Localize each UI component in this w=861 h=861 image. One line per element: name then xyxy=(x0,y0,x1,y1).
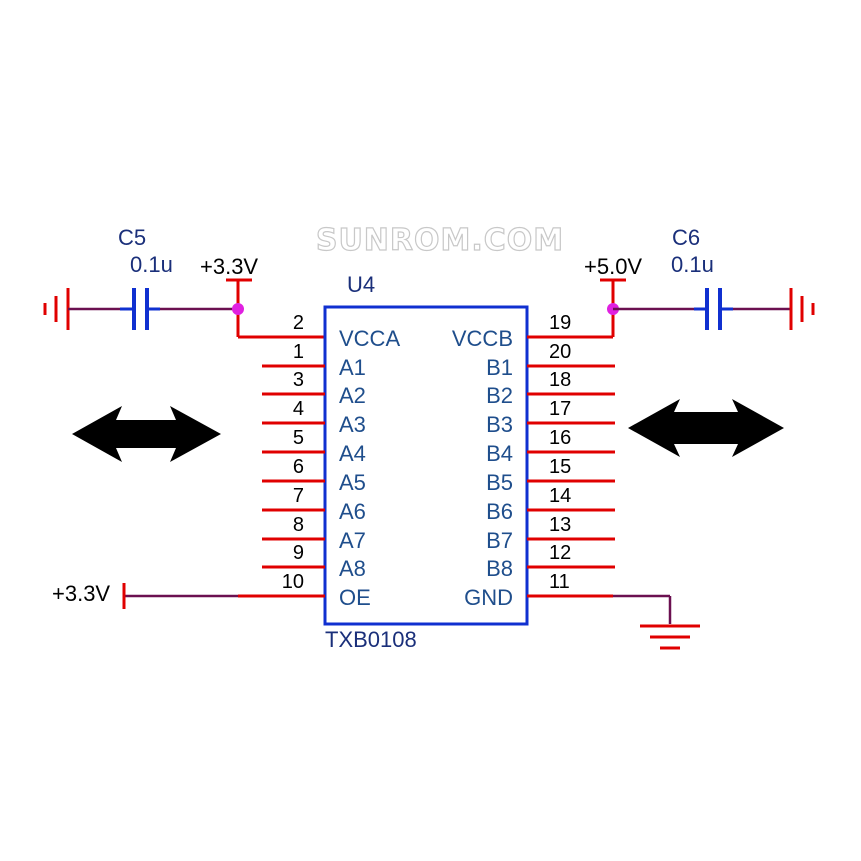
pin-number: 10 xyxy=(282,571,304,593)
pin-number: 16 xyxy=(549,427,571,449)
left-pin-names: VCCA A1 A2 A3 A4 A5 A6 A7 A8 OE xyxy=(339,326,400,610)
pin-name: A2 xyxy=(339,383,366,408)
pin-number: 6 xyxy=(293,456,304,478)
chip-part-label: TXB0108 xyxy=(325,627,417,652)
pin-number: 2 xyxy=(293,312,304,334)
pin-number: 11 xyxy=(549,571,570,593)
pin-number: 5 xyxy=(293,427,304,449)
pin-name: VCCA xyxy=(339,326,400,351)
pin-number: 17 xyxy=(549,398,571,420)
gnd-ground-symbol xyxy=(640,624,700,650)
pin-number: 8 xyxy=(293,514,304,536)
c6-value-label: 0.1u xyxy=(671,252,714,277)
c5-ground-symbol xyxy=(43,288,70,330)
right-pin-numbers: 19 20 18 17 16 15 14 13 12 11 xyxy=(549,312,571,593)
pin-name: VCCB xyxy=(452,326,513,351)
pin-number: 20 xyxy=(549,341,571,363)
pin-name: B5 xyxy=(486,470,513,495)
pin-name: B4 xyxy=(486,441,513,466)
chip-body xyxy=(323,305,529,626)
pin-number: 13 xyxy=(549,514,571,536)
pin-name: GND xyxy=(464,585,513,610)
pin-name: B8 xyxy=(486,556,513,581)
watermark-text: SUNROM.COM xyxy=(316,223,564,258)
left-pin-lines xyxy=(262,364,325,569)
vcca-junction-dot xyxy=(232,303,244,315)
pin-name: A7 xyxy=(339,528,366,553)
pin-name: A3 xyxy=(339,412,366,437)
pin-number: 7 xyxy=(293,485,304,507)
pin-name: B6 xyxy=(486,499,513,524)
pin-number: 1 xyxy=(293,341,304,363)
right-pin-names: VCCB B1 B2 B3 B4 B5 B6 B7 B8 GND xyxy=(452,326,513,610)
pin-name: A5 xyxy=(339,470,366,495)
pin-number: 3 xyxy=(293,369,304,391)
pin-number: 19 xyxy=(549,312,571,334)
pin-name: B3 xyxy=(486,412,513,437)
pin-number: 12 xyxy=(549,542,571,564)
pin-name: B2 xyxy=(486,383,513,408)
pin-number: 4 xyxy=(293,398,304,420)
c5-value-label: 0.1u xyxy=(130,252,173,277)
oe-power-label: +3.3V xyxy=(52,581,110,606)
left-bidirectional-arrow-icon xyxy=(72,406,221,462)
pin-name: OE xyxy=(339,585,371,610)
c6-ref-label: C6 xyxy=(672,225,700,250)
pin-name: B1 xyxy=(486,355,513,380)
left-pin-numbers: 2 1 3 4 5 6 7 8 9 10 xyxy=(282,312,304,593)
pin-name: A4 xyxy=(339,441,366,466)
chip-ref-label: U4 xyxy=(347,272,375,297)
pin-name: A1 xyxy=(339,355,366,380)
pin-name: A8 xyxy=(339,556,366,581)
vccb-power-label: +5.0V xyxy=(584,254,642,279)
pin-name: B7 xyxy=(486,528,513,553)
right-pin-lines xyxy=(527,364,615,569)
c6-capacitor-symbol xyxy=(694,288,733,330)
c6-ground-symbol xyxy=(789,288,815,330)
pin-name: A6 xyxy=(339,499,366,524)
pin-number: 15 xyxy=(549,456,571,478)
c5-capacitor-symbol xyxy=(120,288,160,330)
vcca-power-label: +3.3V xyxy=(200,254,258,279)
pin-number: 14 xyxy=(549,485,571,507)
pin-number: 18 xyxy=(549,369,571,391)
right-bidirectional-arrow-icon xyxy=(628,399,784,457)
c5-ref-label: C5 xyxy=(118,225,146,250)
pin-number: 9 xyxy=(293,542,304,564)
